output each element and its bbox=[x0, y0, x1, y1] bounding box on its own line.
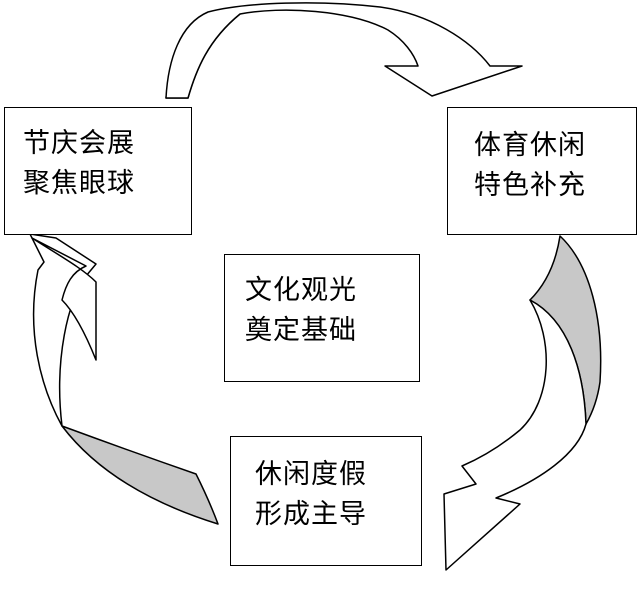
arrow-vacation-to-festival bbox=[29, 233, 219, 525]
node-sports-line-1: 体育休闲 bbox=[474, 130, 586, 161]
node-sports: 体育休闲 特色补充 bbox=[447, 107, 637, 235]
node-festival-line-2: 聚焦眼球 bbox=[23, 168, 135, 199]
arrow-sports-to-vacation bbox=[443, 235, 602, 571]
node-festival: 节庆会展 聚焦眼球 bbox=[4, 107, 192, 235]
arrow-vacation-to-festival-shade bbox=[61, 425, 219, 525]
arrow-festival-to-sports bbox=[165, 2, 523, 99]
arrow-sports-to-vacation-body bbox=[443, 299, 587, 571]
arrow-festival-to-sports-body bbox=[165, 2, 523, 99]
node-vacation: 休闲度假 形成主导 bbox=[230, 436, 422, 566]
arrow-vacation-to-festival-head bbox=[31, 237, 97, 361]
node-festival-line-1: 节庆会展 bbox=[23, 128, 135, 159]
node-sports-line-2: 特色补充 bbox=[474, 170, 586, 201]
node-vacation-line-2: 形成主导 bbox=[255, 499, 367, 530]
node-culture-line-1: 文化观光 bbox=[245, 275, 357, 306]
node-culture: 文化观光 奠定基础 bbox=[224, 254, 420, 382]
node-culture-line-2: 奠定基础 bbox=[245, 315, 357, 346]
node-vacation-line-1: 休闲度假 bbox=[255, 459, 367, 490]
